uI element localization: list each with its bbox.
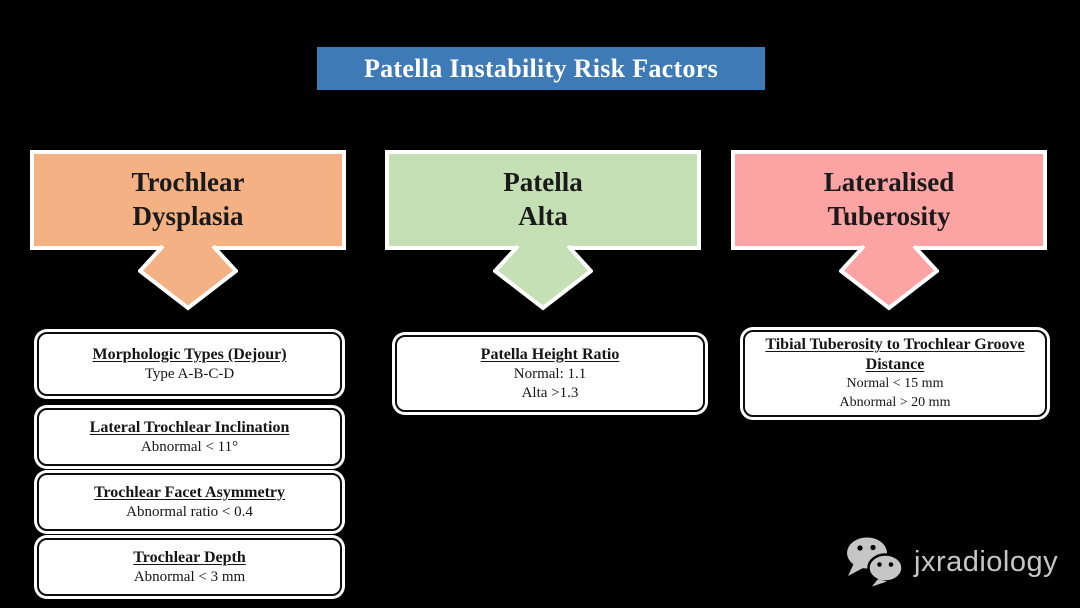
wechat-icon	[847, 537, 904, 587]
info-box-title: Morphologic Types (Dejour)	[92, 345, 287, 363]
info-box-trochlear-facet-asymmetry: Trochlear Facet Asymmetry Abnormal ratio…	[37, 473, 342, 531]
info-box-morphologic-types: Morphologic Types (Dejour) Type A-B-C-D	[37, 332, 342, 396]
info-box-title: Patella Height Ratio	[480, 345, 620, 363]
risk-header-line: Alta	[518, 201, 568, 231]
info-box-value: Abnormal > 20 mm	[839, 394, 951, 410]
down-arrow-shape	[493, 245, 593, 311]
info-box-tibial-tuberosity-distance: Tibial Tuberosity to Trochlear Groove Di…	[743, 330, 1047, 417]
page-title: Patella Instability Risk Factors	[317, 47, 765, 90]
down-arrow-shape	[138, 245, 238, 311]
info-box-value: Normal < 15 mm	[846, 376, 944, 392]
info-box-lateral-trochlear-inclination: Lateral Trochlear Inclination Abnormal <…	[37, 408, 342, 466]
down-arrow-icon	[493, 245, 593, 311]
info-box-title: Lateral Trochlear Inclination	[89, 418, 290, 436]
risk-header-trochlear-dysplasia: Trochlear Dysplasia	[30, 150, 346, 250]
info-box-title: Trochlear Facet Asymmetry	[93, 483, 286, 501]
watermark-label: jxradiology	[914, 545, 1059, 578]
info-box-value: Abnormal ratio < 0.4	[126, 503, 253, 520]
risk-header-line: Lateralised	[823, 167, 955, 198]
risk-header-line: Tuberosity	[827, 201, 951, 231]
down-arrow-shape	[839, 245, 939, 311]
down-arrow-icon	[138, 245, 238, 311]
watermark: jxradiology	[846, 536, 1058, 588]
info-box-value: Alta >1.3	[521, 384, 579, 401]
info-box-patella-height-ratio: Patella Height Ratio Normal: 1.1 Alta >1…	[395, 335, 705, 412]
risk-header-patella-alta: Patella Alta	[385, 150, 701, 250]
down-arrow-icon	[839, 245, 939, 311]
info-box-title: Tibial Tuberosity to Trochlear Groove Di…	[765, 336, 1025, 374]
risk-header-line: Dysplasia	[132, 201, 244, 231]
risk-header-line: Patella	[503, 167, 583, 198]
info-box-trochlear-depth: Trochlear Depth Abnormal < 3 mm	[37, 538, 342, 596]
risk-header-lateralised-tuberosity: Lateralised Tuberosity	[731, 150, 1047, 250]
info-box-value: Normal: 1.1	[513, 365, 587, 382]
risk-header-line: Trochlear	[131, 167, 245, 198]
info-box-value: Type A-B-C-D	[144, 365, 235, 382]
info-box-value: Abnormal < 11°	[140, 438, 239, 455]
info-box-value: Abnormal < 3 mm	[133, 568, 246, 585]
info-box-title: Trochlear Depth	[133, 548, 246, 566]
